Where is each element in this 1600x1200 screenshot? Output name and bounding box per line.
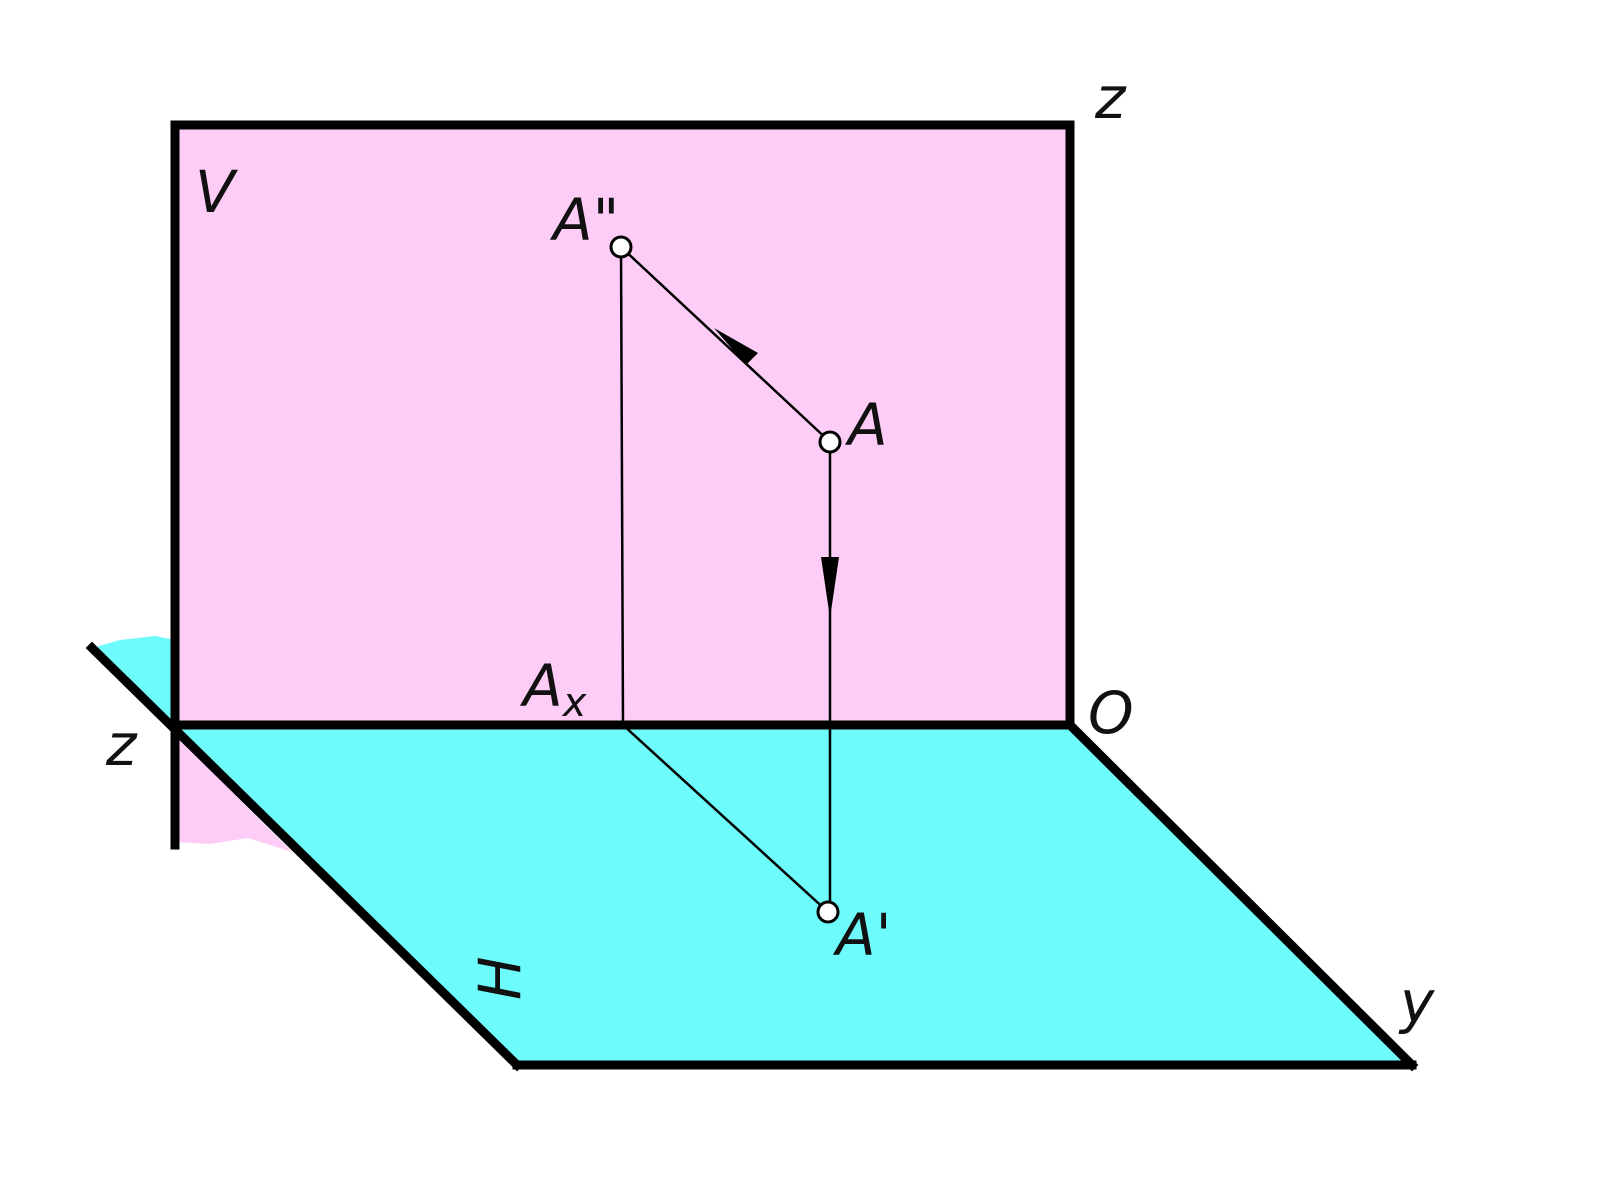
horizontal-plane (175, 725, 1412, 1065)
projection-a-double-to-ax (619, 246, 625, 726)
label-o-origin: O (1088, 679, 1134, 747)
projection-a-to-a-double (620, 246, 831, 443)
label-h-plane: H (466, 956, 534, 1000)
label-a-x-sub: x (561, 680, 587, 726)
projection-ax-to-a-prime (622, 724, 829, 913)
arrowhead-toward-a-prime (821, 557, 839, 618)
arrowhead-toward-a-double (714, 328, 758, 365)
point-a (818, 430, 842, 454)
y-axis-edge (1063, 718, 1419, 1072)
label-a-prime: A' (832, 901, 892, 969)
point-a-double (609, 235, 633, 259)
v-plane-lower-sliver (175, 725, 292, 852)
h-plane-left-sliver (92, 636, 175, 725)
label-v-plane: V (195, 158, 239, 226)
label-a-x: Ax (519, 652, 587, 726)
label-a: A (844, 391, 888, 459)
label-z-left: z (105, 711, 138, 779)
label-z-top: z (1094, 64, 1127, 132)
h-plane-left-edge (85, 641, 524, 1072)
label-y-axis: y (1398, 968, 1435, 1036)
label-a-double: A" (549, 186, 619, 254)
point-a-prime (816, 900, 840, 924)
label-a-x-main: A (519, 652, 563, 720)
